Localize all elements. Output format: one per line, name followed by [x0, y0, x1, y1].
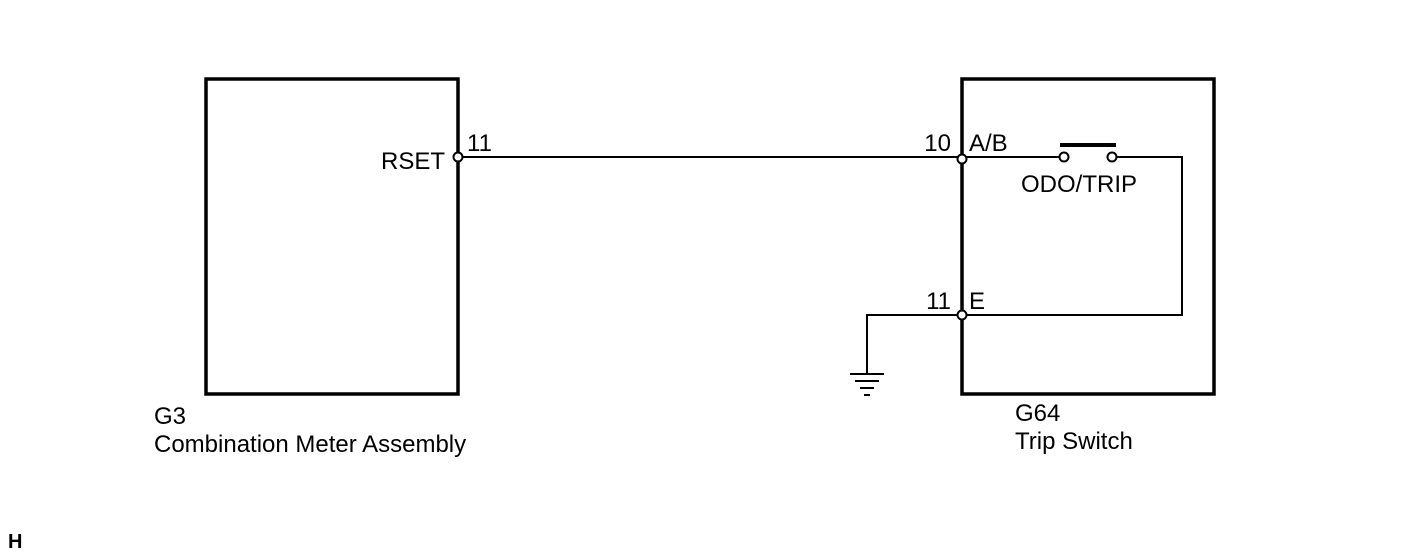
switch-contact-right [1106, 151, 1118, 163]
corner-mark: H [8, 531, 22, 553]
wire-e-to-ground [866, 314, 958, 374]
wire-switch-to-e [962, 156, 1183, 316]
trip-switch-box [960, 77, 1216, 396]
terminal-e [956, 309, 968, 321]
meter-code: G3 [154, 403, 186, 430]
combination-meter-box [204, 77, 460, 396]
trip-switch-name: Trip Switch [1015, 428, 1133, 455]
terminal-ab [956, 153, 968, 165]
pin-label-ab: A/B [969, 130, 1008, 157]
pin-label-e: E [969, 288, 985, 315]
switch-contact-left [1058, 151, 1070, 163]
pin-number-e: 11 [926, 288, 951, 315]
terminal-rset [452, 151, 464, 163]
ground-icon [850, 373, 884, 396]
meter-name: Combination Meter Assembly [154, 431, 466, 458]
trip-switch-code: G64 [1015, 400, 1060, 427]
pin-label-rset: RSET [381, 148, 445, 175]
pin-number-ab: 10 [924, 130, 951, 157]
switch-label: ODO/TRIP [1021, 171, 1137, 198]
pin-number-rset: 11 [467, 130, 492, 157]
